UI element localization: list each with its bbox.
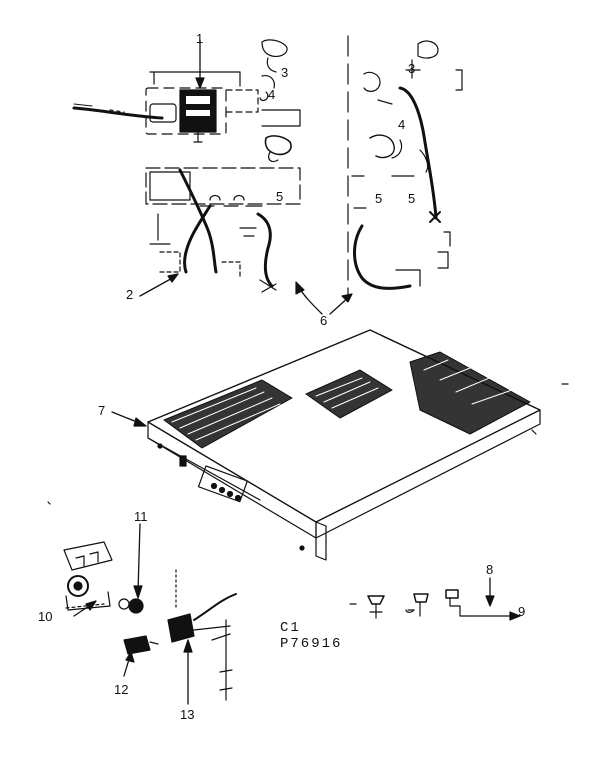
callout-3: 3 — [281, 65, 289, 80]
callout-5b: 5 — [375, 191, 383, 206]
callout-13: 13 — [180, 707, 195, 722]
figure-code-line1: C1 — [280, 620, 301, 636]
callout-10: 10 — [38, 609, 53, 624]
callout-1: 1 — [196, 31, 204, 46]
callout-6: 6 — [320, 313, 328, 328]
callout-3b: 3 — [408, 61, 416, 76]
switch-harness-assembly — [72, 39, 301, 297]
figure-code: C1 P76916 — [280, 620, 342, 652]
callout-12: 12 — [114, 682, 129, 697]
figure-code-line2: P76916 — [280, 636, 343, 653]
callout-9: 9 — [518, 604, 526, 619]
callout-4: 4 — [268, 87, 276, 102]
hardware-parts — [349, 577, 521, 621]
chassis-plate — [111, 329, 569, 561]
callout-11: 11 — [134, 509, 148, 524]
control-assembly — [47, 501, 237, 705]
wiring-harness-detail — [295, 35, 463, 315]
callout-7: 7 — [98, 403, 106, 418]
callout-5c: 5 — [408, 191, 416, 206]
callout-8: 8 — [486, 562, 494, 577]
callout-4b: 4 — [398, 117, 406, 132]
callout-5: 5 — [276, 189, 284, 204]
callout-2: 2 — [126, 287, 134, 302]
